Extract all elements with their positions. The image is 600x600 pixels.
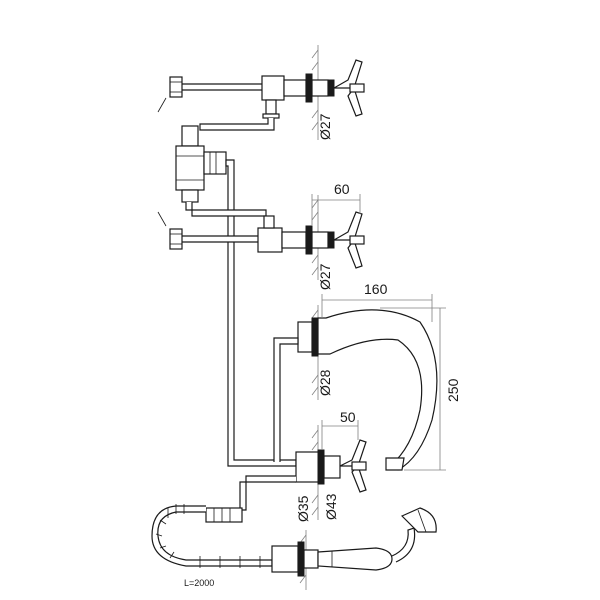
hand-shower [271, 507, 437, 577]
lower-hose-nut [169, 228, 183, 250]
spout [273, 309, 438, 471]
upper-hose-nut [169, 76, 183, 98]
valve-offset-label: 60 [334, 181, 350, 197]
lower-valve [169, 211, 365, 269]
shower-head [400, 507, 437, 533]
shower-holder-diameter-label: Ø35 [295, 495, 311, 522]
label-callouts [157, 97, 167, 227]
shower-hose [151, 504, 273, 568]
upper-valve-diameter-label: Ø27 [317, 113, 333, 140]
mixer-valve [239, 439, 367, 511]
spout-diameter-label: Ø28 [317, 369, 333, 396]
hose-length-label: L=2000 [184, 578, 214, 588]
spout-height-label: 250 [445, 378, 461, 402]
mixer-diameter-label: Ø43 [323, 493, 339, 520]
upper-valve [169, 59, 365, 119]
dimension-lines [311, 194, 446, 471]
mixer-offset-label: 50 [340, 409, 356, 425]
upper-pipe [199, 118, 275, 131]
spout-reach-label: 160 [364, 281, 388, 297]
lower-valve-diameter-label: Ø27 [317, 263, 333, 290]
lower-pipe [185, 202, 267, 217]
